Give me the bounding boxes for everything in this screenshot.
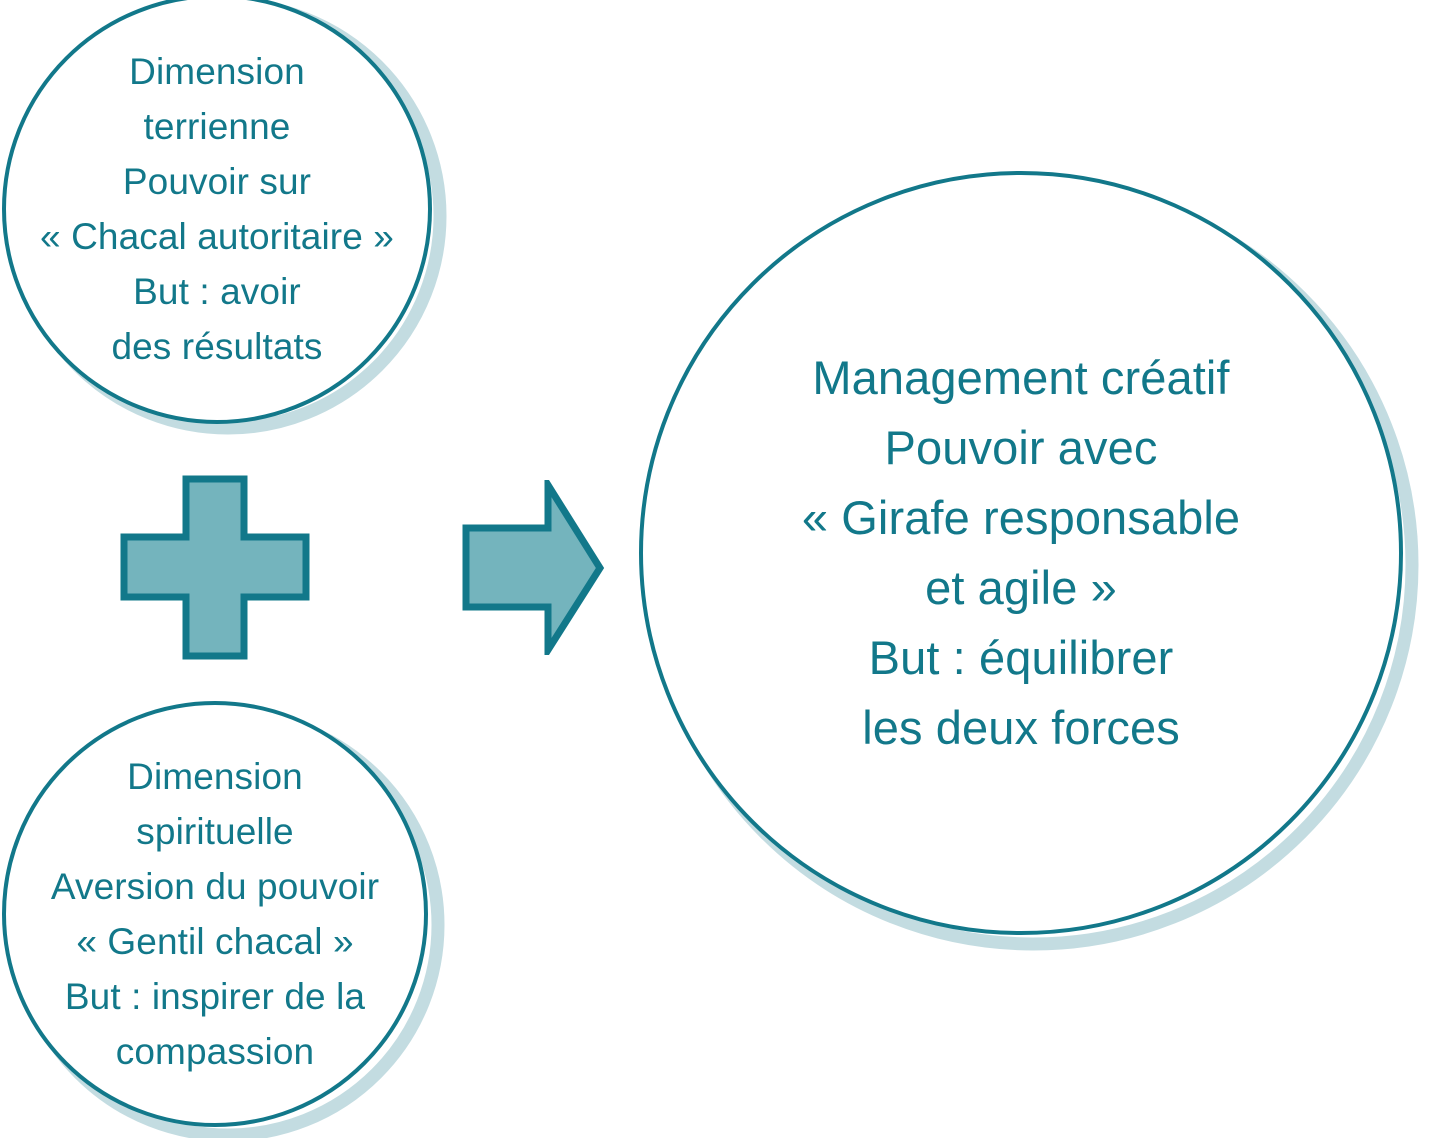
node-line: Pouvoir sur xyxy=(122,161,312,202)
node-line: Dimension xyxy=(129,51,305,92)
node-line: Dimension xyxy=(127,756,303,797)
node-line: terrienne xyxy=(143,106,291,147)
node-line: But : inspirer de la xyxy=(64,976,366,1017)
node-line: Management créatif xyxy=(812,351,1230,404)
node-line: des résultats xyxy=(111,326,323,367)
node-line: Aversion du pouvoir xyxy=(50,866,380,907)
node-dimension-spirituelle[interactable]: Dimension spirituelle Aversion du pouvoi… xyxy=(2,701,428,1127)
node-line: et agile » xyxy=(925,561,1117,614)
node-line: Pouvoir avec xyxy=(884,421,1158,474)
node-line: « Gentil chacal » xyxy=(76,921,354,962)
plus-icon xyxy=(120,475,310,660)
node-line: compassion xyxy=(115,1031,315,1072)
node-line: But : avoir xyxy=(133,271,301,312)
arrow-right-icon xyxy=(462,480,605,655)
node-line: les deux forces xyxy=(862,701,1180,754)
node-dimension-terrienne[interactable]: Dimension terrienne Pouvoir sur « Chacal… xyxy=(2,0,432,424)
node-line: « Chacal autoritaire » xyxy=(40,216,394,257)
node-line: « Girafe responsable xyxy=(801,491,1241,544)
node-line: But : équilibrer xyxy=(868,631,1174,684)
node-line: spirituelle xyxy=(136,811,294,852)
node-management-creatif[interactable]: Management créatif Pouvoir avec « Girafe… xyxy=(639,171,1403,935)
